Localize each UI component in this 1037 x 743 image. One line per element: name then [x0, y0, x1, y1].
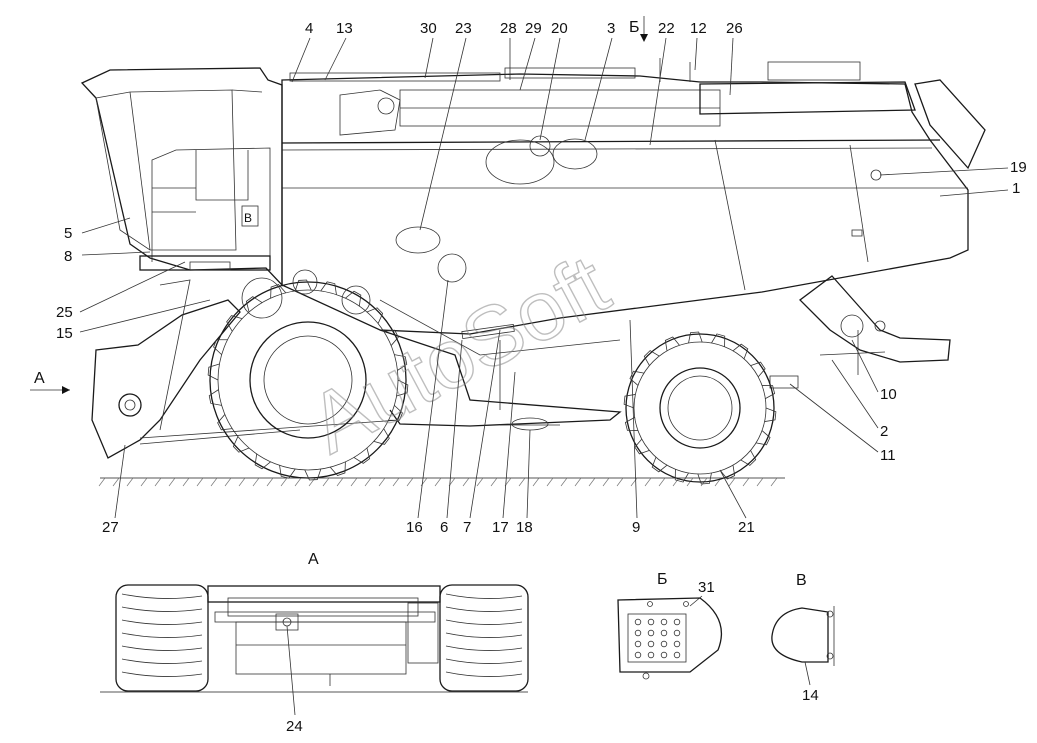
- view-b-arrow-label: Б: [629, 19, 640, 36]
- callout-16: 16: [406, 519, 423, 536]
- callout-15: 15: [56, 325, 73, 342]
- callout-12: 12: [690, 20, 707, 37]
- view-b-detail: Б 31: [617, 571, 722, 680]
- callout-7: 7: [463, 519, 471, 536]
- callout-22: 22: [658, 20, 675, 37]
- callout-10: 10: [880, 386, 897, 403]
- view-b-title: Б: [657, 571, 668, 588]
- callouts-main: 4 13 30 23 28 29 20 3 22 12 26 19 1 10 2…: [56, 20, 1027, 536]
- callout-28: 28: [500, 20, 517, 37]
- operator-cab: В: [80, 67, 283, 287]
- callout-9: 9: [632, 519, 640, 536]
- combine-body: [281, 58, 986, 427]
- callout-2: 2: [880, 423, 888, 440]
- callout-13: 13: [336, 20, 353, 37]
- callout-25: 25: [56, 304, 73, 321]
- view-a-detail: А 24: [100, 551, 529, 735]
- callout-19: 19: [1010, 159, 1027, 176]
- feeder-house: [91, 279, 401, 459]
- callout-31: 31: [698, 579, 715, 596]
- view-v-detail: В 14: [771, 572, 835, 704]
- callout-11: 11: [880, 447, 896, 464]
- callout-24: 24: [286, 718, 303, 735]
- callout-1: 1: [1012, 180, 1020, 197]
- callout-6: 6: [440, 519, 448, 536]
- view-a-title: А: [308, 551, 319, 568]
- callout-27: 27: [102, 519, 119, 536]
- callout-8: 8: [64, 248, 72, 265]
- front-wheel-dual: [241, 269, 371, 319]
- callout-29: 29: [525, 20, 542, 37]
- view-a-arrow: А: [30, 370, 70, 394]
- callout-18: 18: [516, 519, 533, 536]
- view-a-arrow-label: А: [34, 370, 45, 387]
- callout-5: 5: [64, 225, 72, 242]
- ground-line: [98, 477, 785, 487]
- callout-17: 17: [492, 519, 509, 536]
- cab-mark: В: [244, 211, 252, 225]
- view-b-arrow: Б: [629, 16, 648, 42]
- callout-20: 20: [551, 20, 568, 37]
- callout-26: 26: [726, 20, 743, 37]
- view-v-title: В: [796, 572, 807, 589]
- front-wheel: [207, 279, 409, 481]
- callout-23: 23: [455, 20, 472, 37]
- rear-wheel: [623, 331, 777, 485]
- callout-14: 14: [802, 687, 819, 704]
- callout-30: 30: [420, 20, 437, 37]
- callout-21: 21: [738, 519, 755, 536]
- callout-4: 4: [305, 20, 313, 37]
- callout-3: 3: [607, 20, 615, 37]
